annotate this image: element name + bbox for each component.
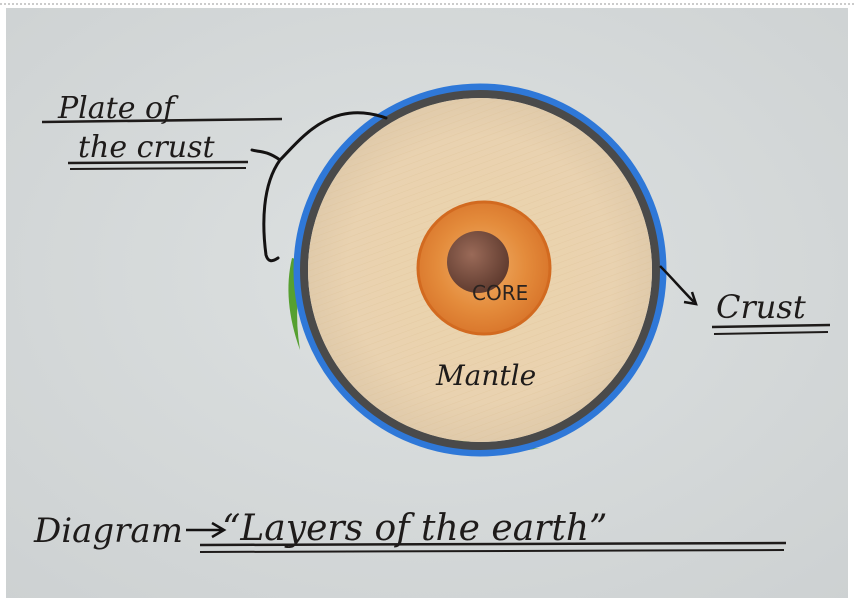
plate-label-line2: the crust: [78, 130, 216, 165]
plate-label-underline2a: [68, 162, 248, 163]
caption-prefix: Diagram: [33, 511, 183, 551]
plate-label-underline2b: [70, 168, 246, 169]
core-label: CORE: [472, 281, 528, 305]
crust-label: Crust: [716, 288, 806, 326]
mantle-label: Mantle: [435, 359, 536, 392]
